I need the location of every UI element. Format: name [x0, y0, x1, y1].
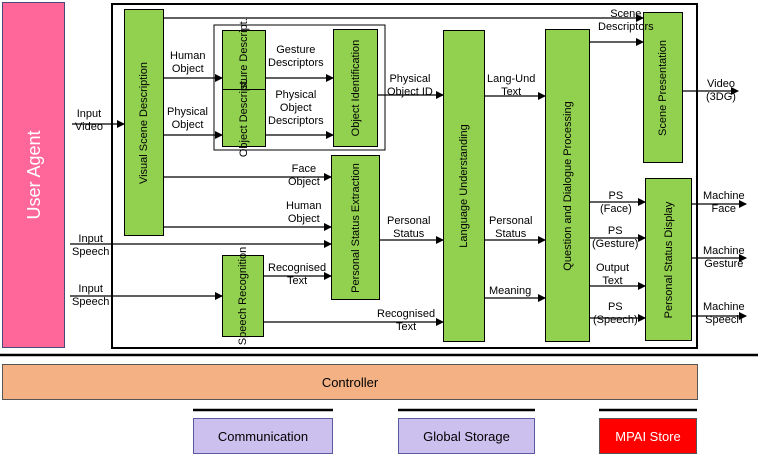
controller-label: Controller — [321, 374, 379, 390]
speech-recognition-label: Speech Recognition — [237, 246, 249, 346]
language-understanding-label: Language Understanding — [458, 124, 470, 248]
controller-block: Controller — [2, 364, 698, 400]
mpai-store-block: MPAI Store — [599, 418, 697, 454]
communication-label: Communication — [217, 428, 309, 444]
label-ps-gesture: PS(Gesture) — [592, 225, 639, 250]
system-frame — [111, 3, 698, 349]
personal-status-display-label: Personal Status Display — [662, 201, 675, 318]
mpai-store-label: MPAI Store — [615, 428, 681, 444]
visual-scene-description-label: Visual Scene Description — [138, 61, 150, 184]
user-agent-block: User Agent — [2, 2, 65, 348]
question-dialogue-processing-label: Question and Dialogue Processing — [561, 100, 574, 271]
question-dialogue-processing-module: Question and Dialogue Processing — [545, 29, 590, 342]
label-meaning: Meaning — [489, 285, 532, 297]
communication-block: Communication — [193, 418, 333, 454]
personal-status-display-module: Personal Status Display — [645, 178, 692, 341]
speech-recognition-module: Speech Recognition — [222, 247, 264, 345]
scene-presentation-module: Scene Presentation — [643, 12, 683, 163]
scene-presentation-label: Scene Presentation — [657, 39, 669, 136]
object-descriptor-module: Object Descript. — [222, 79, 266, 157]
label-ps-face: PS(Face) — [600, 190, 632, 215]
user-agent-label: User Agent — [23, 130, 44, 220]
descriptors-frame — [213, 24, 386, 151]
personal-status-extraction-module: Personal Status Extraction — [331, 155, 380, 300]
object-descriptor-label: Object Descript. — [238, 78, 250, 158]
language-understanding-module: Language Understanding — [443, 30, 485, 342]
object-identification-module: Object Identification — [333, 29, 378, 147]
global-storage-block: Global Storage — [398, 418, 535, 454]
object-identification-label: Object Identification — [349, 39, 362, 137]
label-ps-speech: PS(Speech) — [593, 301, 638, 326]
global-storage-label: Global Storage — [423, 428, 510, 444]
label-video-3dg: Video(3DG) — [706, 78, 736, 103]
visual-scene-description-module: Visual Scene Description — [124, 9, 164, 236]
personal-status-extraction-label: Personal Status Extraction — [349, 162, 362, 293]
